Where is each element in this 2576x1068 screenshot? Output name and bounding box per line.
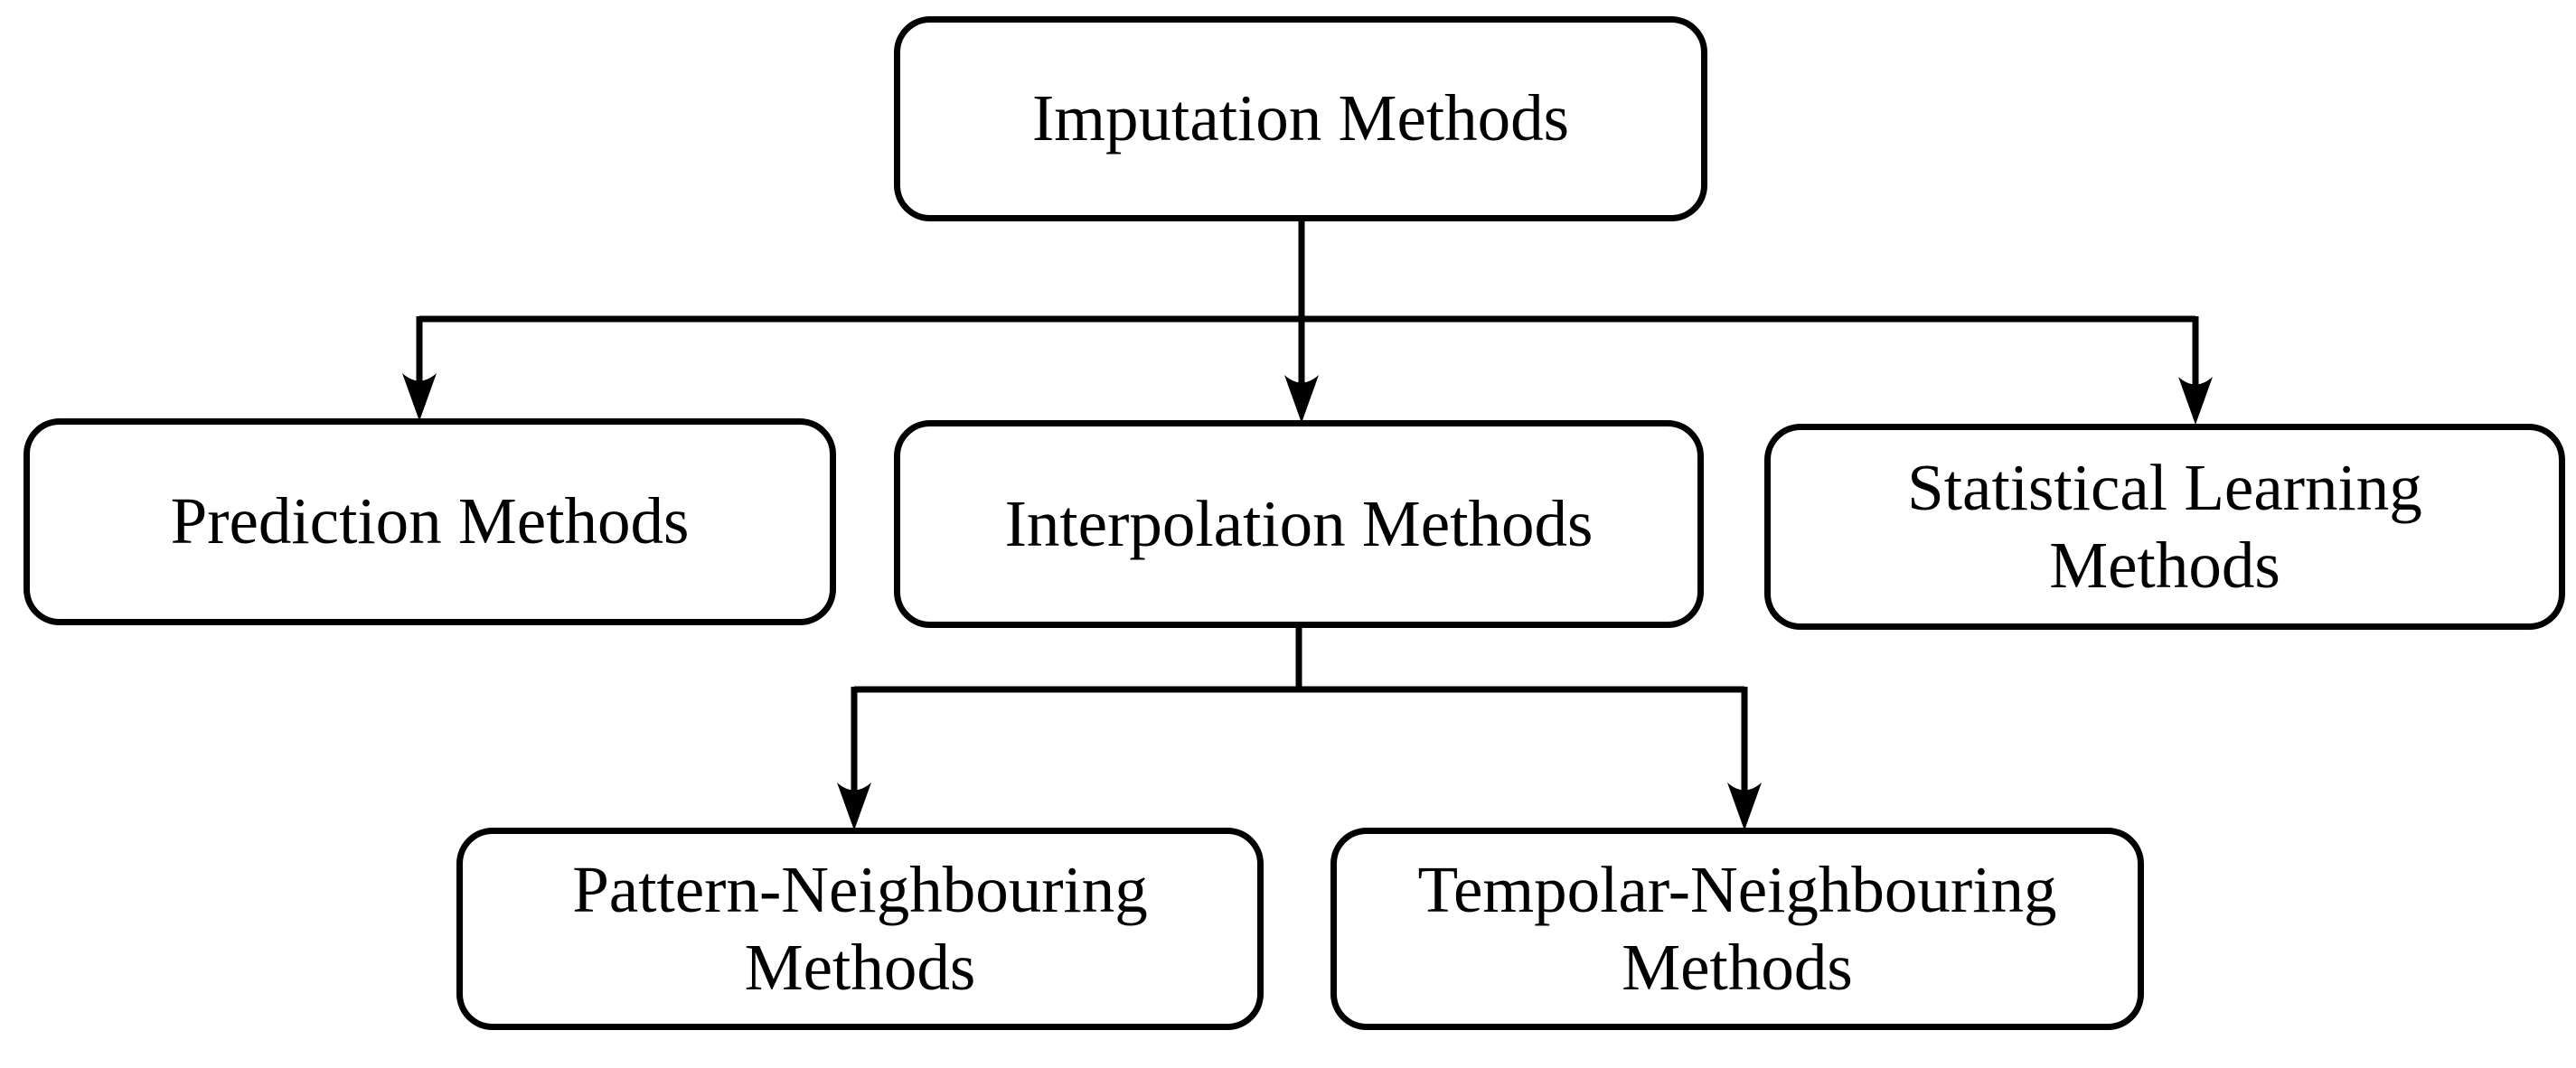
arrowhead-icon [402, 373, 437, 421]
arrowhead-icon [2178, 377, 2213, 425]
node-label: Pattern-Neighbouring Methods [572, 852, 1148, 1004]
node-imputation-methods: Imputation Methods [894, 16, 1707, 221]
node-label: Interpolation Methods [1004, 486, 1594, 560]
arrowhead-icon [1727, 782, 1762, 830]
node-label: Imputation Methods [1031, 81, 1570, 155]
node-prediction-methods: Prediction Methods [24, 418, 836, 625]
node-label: Tempolar-Neighbouring Methods [1417, 852, 2057, 1004]
edge-interpolation-to-pattern [837, 687, 871, 830]
node-label: Statistical Learning Methods [1907, 450, 2422, 602]
node-pattern-neighbouring-methods: Pattern-Neighbouring Methods [456, 828, 1264, 1030]
arrowhead-icon [1284, 375, 1319, 423]
edge-imputation-to-prediction [402, 316, 437, 421]
node-statistical-learning-methods: Statistical Learning Methods [1764, 424, 2565, 630]
node-label: Prediction Methods [170, 484, 690, 558]
edge-interpolation-to-tempolar [1727, 687, 1762, 830]
node-interpolation-methods: Interpolation Methods [894, 420, 1704, 628]
edge-imputation-to-interpolation [1284, 319, 1319, 423]
arrowhead-icon [837, 782, 871, 830]
edge-imputation-to-statistical [2178, 316, 2213, 425]
node-tempolar-neighbouring-methods: Tempolar-Neighbouring Methods [1330, 828, 2144, 1030]
